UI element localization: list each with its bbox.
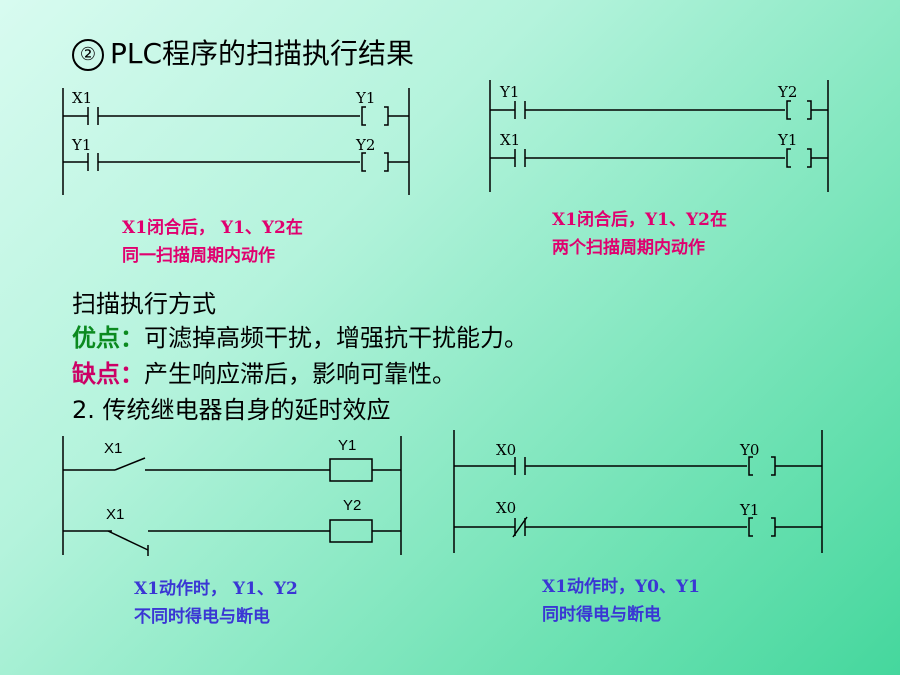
nc-contact-label-x0: X0 xyxy=(496,499,516,517)
coil-label-y2: Y2 xyxy=(777,83,797,101)
coil-label-y2: Y2 xyxy=(355,136,375,154)
pros-label: 优点： xyxy=(72,324,144,352)
note-b-line2: 两个扫描周期内动作 xyxy=(552,238,705,258)
coil-label-y1: Y1 xyxy=(355,89,375,107)
note-b: X1闭合后，Y1、Y2在 两个扫描周期内动作 xyxy=(552,206,727,262)
note-c: X1动作时， Y1、Y2 不同时得电与断电 xyxy=(134,575,298,631)
switch-label-x1: X1 xyxy=(106,506,124,523)
note-d-line2: 同时得电与断电 xyxy=(542,605,661,625)
note-d-line1: X1动作时，Y0、Y1 xyxy=(542,577,700,597)
coil-label-y1: Y1 xyxy=(338,437,356,454)
cons-line: 缺点：产生响应滞后，影响可靠性。 xyxy=(72,354,456,389)
note-a-line1: X1闭合后， Y1、Y2在 xyxy=(122,218,303,238)
cons-label: 缺点： xyxy=(72,360,144,388)
coil-label-y1: Y1 xyxy=(739,501,759,519)
contact-label-x1: X1 xyxy=(500,131,520,149)
contact-label-y1: Y1 xyxy=(499,83,519,101)
note-c-line1: X1动作时， Y1、Y2 xyxy=(134,579,298,599)
contact-label-y1: Y1 xyxy=(71,136,91,154)
pros-line: 优点：可滤掉高频干扰，增强抗干扰能力。 xyxy=(72,318,528,353)
cons-text: 产生响应滞后，影响可靠性。 xyxy=(144,360,456,388)
circled-number: ② xyxy=(72,39,104,71)
coil-label-y0: Y0 xyxy=(739,441,759,459)
section-2-heading: 2. 传统继电器自身的延时效应 xyxy=(72,396,391,424)
note-a: X1闭合后， Y1、Y2在 同一扫描周期内动作 xyxy=(122,214,303,270)
note-c-line2: 不同时得电与断电 xyxy=(134,607,270,627)
note-a-line2: 同一扫描周期内动作 xyxy=(122,246,275,266)
coil-label-y2: Y2 xyxy=(343,497,361,514)
contact-label-x1: X1 xyxy=(72,89,92,107)
note-d: X1动作时，Y0、Y1 同时得电与断电 xyxy=(542,573,700,629)
note-b-line1: X1闭合后，Y1、Y2在 xyxy=(552,210,727,230)
contact-label-x0: X0 xyxy=(496,441,516,459)
switch-label-x1: X1 xyxy=(104,440,122,457)
scan-mode-heading: 扫描执行方式 xyxy=(72,290,216,318)
title-text: PLC程序的扫描执行结果 xyxy=(110,37,415,70)
pros-text: 可滤掉高频干扰，增强抗干扰能力。 xyxy=(144,324,528,352)
coil-label-y1: Y1 xyxy=(777,131,797,149)
